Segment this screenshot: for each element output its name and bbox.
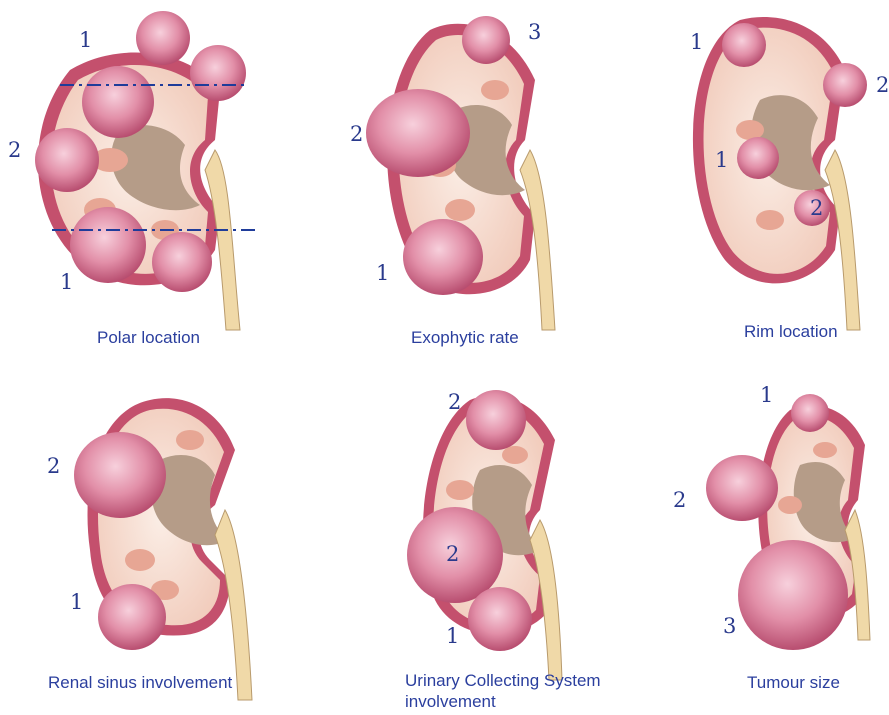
panel-tumour-size: 1 2 3 Tumour size <box>660 370 889 715</box>
tumour-2-top <box>466 390 526 450</box>
label-2-right: 2 <box>876 75 889 96</box>
tumour-upper-left <box>82 66 154 138</box>
label-1-bottom: 1 <box>60 272 73 293</box>
panel-exophytic-rate: 3 2 1 Exophytic rate <box>340 0 600 357</box>
panel-polar-location: 1 2 1 Polar location <box>0 0 296 357</box>
caption-exophytic-rate: Exophytic rate <box>411 327 519 348</box>
label-2-top: 2 <box>448 392 461 413</box>
tumour-3 <box>462 16 510 64</box>
caption-rim-location: Rim location <box>744 321 838 342</box>
label-2: 2 <box>673 490 686 511</box>
tumour-middle <box>35 128 99 192</box>
tumour-2-right <box>823 63 867 107</box>
tumour-upper-right <box>190 45 246 101</box>
tumour-1 <box>403 219 483 295</box>
label-1: 1 <box>376 263 389 284</box>
tumour-2-medium <box>706 455 778 521</box>
tumour-2 <box>74 432 166 518</box>
kidney-illustration-rim <box>640 0 889 357</box>
label-2: 2 <box>350 124 363 145</box>
label-2-lower: 2 <box>810 198 823 219</box>
kidney-illustration-tumour-size <box>660 370 889 715</box>
tumour-1-bottom <box>468 587 532 651</box>
panel-rim-location: 1 2 1 2 Rim location <box>640 0 889 357</box>
kidney-illustration-renal-sinus <box>0 370 310 715</box>
caption-urinary-collecting-system: Urinary Collecting System involvement <box>405 670 601 712</box>
tumour-1-top <box>722 23 766 67</box>
panel-renal-sinus-involvement: 2 1 Renal sinus involvement <box>0 370 310 715</box>
caption-tumour-size: Tumour size <box>747 672 840 693</box>
tumour-1-center <box>737 137 779 179</box>
label-1: 1 <box>760 385 773 406</box>
label-3: 3 <box>528 22 541 43</box>
label-2: 2 <box>47 456 60 477</box>
kidney-illustration-exophytic <box>340 0 600 357</box>
label-1-top: 1 <box>79 30 92 51</box>
tumour-3-large <box>738 540 848 650</box>
kidney-illustration-polar <box>0 0 296 357</box>
label-2-middle: 2 <box>446 544 459 565</box>
tumour-lower-left <box>70 207 146 283</box>
label-1: 1 <box>70 592 83 613</box>
tumour-lower-right <box>152 232 212 292</box>
tumour-2 <box>366 89 470 177</box>
kidney-illustration-collecting-system <box>340 370 670 715</box>
label-1-top: 1 <box>690 32 703 53</box>
tumour-1 <box>98 584 166 650</box>
label-2: 2 <box>8 140 21 161</box>
label-1-center: 1 <box>715 150 728 171</box>
panel-urinary-collecting-system: 2 2 1 Urinary Collecting System involvem… <box>340 370 670 715</box>
label-3: 3 <box>723 616 736 637</box>
tumour-upper-top <box>136 11 190 65</box>
tumour-1-small <box>791 394 829 432</box>
caption-polar-location: Polar location <box>97 327 200 348</box>
label-1-bottom: 1 <box>446 626 459 647</box>
caption-renal-sinus-involvement: Renal sinus involvement <box>48 672 232 693</box>
